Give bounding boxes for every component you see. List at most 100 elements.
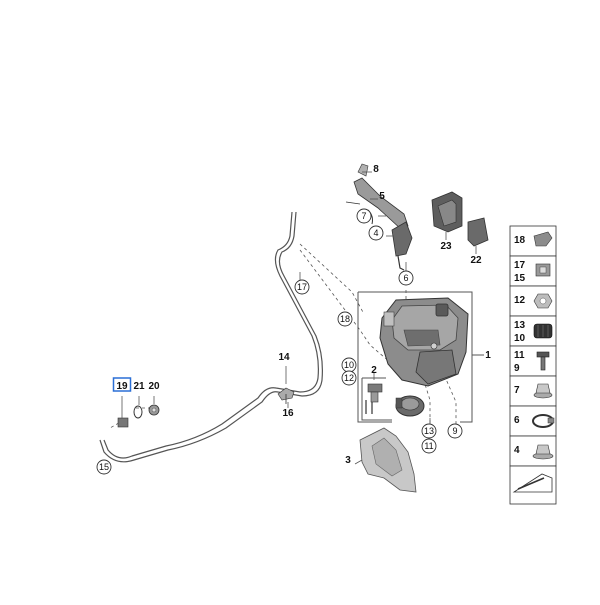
- side-panel-label-bottom: 10: [514, 333, 526, 344]
- side-panel-label-top: 13: [514, 320, 526, 331]
- bracket-part-23: [431, 191, 463, 233]
- tank-assembly-frame: [357, 291, 484, 423]
- callout-13[interactable]: 13: [421, 423, 437, 439]
- connector-parts-19-21-20: [117, 396, 160, 428]
- callout-4[interactable]: 4: [368, 225, 384, 241]
- callout-6[interactable]: 6: [398, 270, 414, 286]
- clip-part-16: [277, 387, 295, 404]
- callout-15[interactable]: 15: [96, 459, 112, 475]
- callout-circle: [447, 423, 463, 439]
- hose-clamp-icon: [532, 414, 555, 428]
- pump-part-13: [395, 395, 425, 417]
- side-panel-cell-border: [509, 285, 557, 317]
- side-panel-cell-6[interactable]: 6: [509, 405, 557, 437]
- callout-circle: [398, 270, 414, 286]
- leader-lines: [285, 171, 477, 465]
- bracket-part-22: [467, 217, 489, 247]
- callout-text: 20: [148, 381, 160, 392]
- callout-5[interactable]: 5: [379, 191, 385, 202]
- callout-text: 14: [278, 352, 290, 363]
- side-panel-label-top: 11: [514, 350, 525, 361]
- callout-1[interactable]: 1: [485, 350, 491, 361]
- side-panel-cell-4[interactable]: 4: [509, 435, 557, 467]
- callout-circle: [421, 438, 437, 454]
- callout-highlight: [112, 377, 132, 392]
- callout-8[interactable]: 8: [373, 164, 379, 175]
- callout-9[interactable]: 9: [447, 423, 463, 439]
- callout-text: 6: [403, 273, 408, 283]
- callout-text: 17: [297, 282, 307, 292]
- callout-18[interactable]: 18: [337, 311, 353, 327]
- callout-23[interactable]: 23: [440, 241, 452, 252]
- side-panel-cell-7[interactable]: 7: [509, 375, 557, 407]
- callout-circle: [337, 311, 353, 327]
- callout-text: 3: [345, 455, 351, 466]
- callout-text: 19: [116, 381, 128, 392]
- callout-text: 16: [282, 408, 294, 419]
- callout-19[interactable]: 19: [112, 377, 132, 392]
- callout-text: 5: [379, 191, 385, 202]
- flange-nut-icon: [532, 444, 554, 460]
- heat-shield-part-3: [359, 427, 417, 493]
- filler-assembly: [345, 163, 413, 271]
- callout-text: 11: [424, 441, 433, 451]
- callout-11[interactable]: 11: [421, 438, 437, 454]
- side-panel-label-bottom: 9: [514, 363, 520, 374]
- callout-text: 22: [470, 255, 482, 266]
- side-panel-label-top: 7: [514, 385, 520, 396]
- callout-circle: [294, 279, 310, 295]
- callout-circle: [341, 370, 357, 386]
- side-panel-label-top: 4: [514, 445, 520, 456]
- callout-text: 12: [344, 373, 354, 383]
- callout-text: 2: [371, 365, 377, 376]
- callout-circle: [421, 423, 437, 439]
- side-panel-cell-18[interactable]: 18: [509, 225, 557, 257]
- callout-text: 10: [344, 360, 354, 370]
- callout-20[interactable]: 20: [148, 381, 160, 392]
- bracket-clip-icon: [535, 263, 551, 277]
- callout-3[interactable]: 3: [345, 455, 351, 466]
- side-panel-cell-border: [509, 375, 557, 407]
- callout-text: 15: [99, 462, 109, 472]
- callout-17[interactable]: 17: [294, 279, 310, 295]
- callout-14[interactable]: 14: [278, 352, 290, 363]
- rubber-grommet-icon: [533, 323, 553, 339]
- hex-nut-icon: [533, 293, 553, 309]
- side-panel-cell-arrow[interactable]: [509, 465, 557, 505]
- side-panel-label-top: 6: [514, 415, 520, 426]
- fuel-tank-body: [379, 297, 469, 387]
- callout-22[interactable]: 22: [470, 255, 482, 266]
- callout-text: 7: [361, 211, 366, 221]
- callout-2[interactable]: 2: [371, 365, 377, 376]
- callout-text: 21: [133, 381, 145, 392]
- callout-text: 18: [340, 314, 350, 324]
- collar-nut-icon: [533, 383, 553, 399]
- side-panel-label-top: 17: [514, 260, 526, 271]
- callout-circle: [356, 208, 372, 224]
- callout-text: 13: [424, 426, 434, 436]
- fuel-line-14: [99, 211, 323, 463]
- side-panel-label-bottom: 15: [514, 273, 526, 284]
- callout-16[interactable]: 16: [282, 408, 294, 419]
- callout-text: 4: [373, 228, 378, 238]
- side-panel-cell-border: [509, 345, 557, 377]
- callout-text: 9: [452, 426, 457, 436]
- valve-part-2: [365, 383, 383, 414]
- callout-circle: [96, 459, 112, 475]
- side-panel-label-top: 18: [514, 235, 526, 246]
- side-panel-label-top: 12: [514, 295, 526, 306]
- callout-7[interactable]: 7: [356, 208, 372, 224]
- callout-21[interactable]: 21: [133, 381, 145, 392]
- callout-circle: [368, 225, 384, 241]
- side-panel-cell-12[interactable]: 12: [509, 285, 557, 317]
- bolt-icon: [536, 351, 550, 371]
- callout-12[interactable]: 12: [341, 370, 357, 386]
- clip-icon: [533, 231, 553, 247]
- callout-10[interactable]: 10: [341, 357, 357, 373]
- side-panel-cell-11[interactable]: 119: [509, 345, 557, 377]
